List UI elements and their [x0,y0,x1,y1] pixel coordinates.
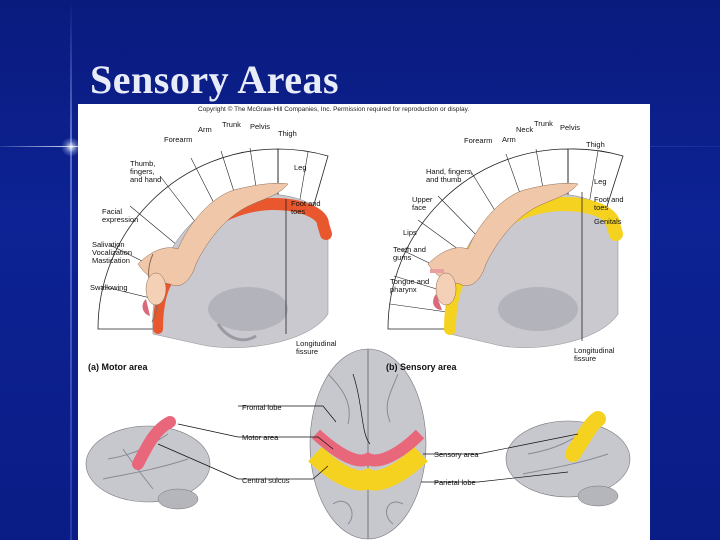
sensory-label-upperface: Upper face [412,196,432,212]
label-motor-area: Motor area [242,434,278,442]
motor-label-fissure: Longitudinal fissure [296,340,336,356]
lateral-brain-left [86,422,210,509]
sensory-label-genitals: Genitals [594,218,622,226]
sensory-label-neck: Neck [516,126,533,134]
sensory-caption: (b) Sensory area [386,362,457,372]
sensory-label-arm: Arm [502,136,516,144]
label-frontal-lobe: Frontal lobe [242,404,282,412]
slide-title: Sensory Areas [90,56,339,103]
sensory-label-leg: Leg [594,178,607,186]
label-sensory-area: Sensory area [434,451,479,459]
sensory-label-tongue: Tongue and pharynx [390,278,429,294]
motor-label-thumb: Thumb, fingers, and hand [130,160,161,184]
lateral-brain-right [506,419,630,506]
motor-label-salivation: Salivation Vocalization Mastication [92,241,132,265]
sensory-label-thigh: Thigh [586,141,605,149]
brain-figure-art [78,104,650,540]
sensory-label-teeth: Teeth and gums [393,246,426,262]
sensory-label-lips: Lips [403,229,417,237]
top-brain-view [310,349,426,539]
copyright-notice: Copyright © The McGraw-Hill Companies, I… [198,106,469,113]
sensory-label-fissure: Longitudinal fissure [574,347,614,363]
sensory-label-hand: Hand, fingers, and thumb [426,168,473,184]
sensory-label-trunk: Trunk [534,120,553,128]
motor-label-arm: Arm [198,126,212,134]
label-central-sulcus: Central sulcus [242,477,290,485]
motor-label-foot: Foot and toes [291,200,321,216]
label-parietal-lobe: Parietal lobe [434,479,476,487]
motor-label-forearm: Forearm [164,136,192,144]
sensory-label-forearm: Forearm [464,137,492,145]
motor-label-swallowing: Swallowing [90,284,128,292]
motor-label-facial: Facial expression [102,208,138,224]
motor-label-pelvis: Pelvis [250,123,270,131]
motor-label-trunk: Trunk [222,121,241,129]
sensory-label-pelvis: Pelvis [560,124,580,132]
decorative-vertical-line [70,0,72,540]
motor-label-leg: Leg [294,164,307,172]
motor-caption: (a) Motor area [88,362,148,372]
brain-figure: Copyright © The McGraw-Hill Companies, I… [78,104,650,540]
sensory-label-foot: Foot and toes [594,196,624,212]
motor-label-thigh: Thigh [278,130,297,138]
